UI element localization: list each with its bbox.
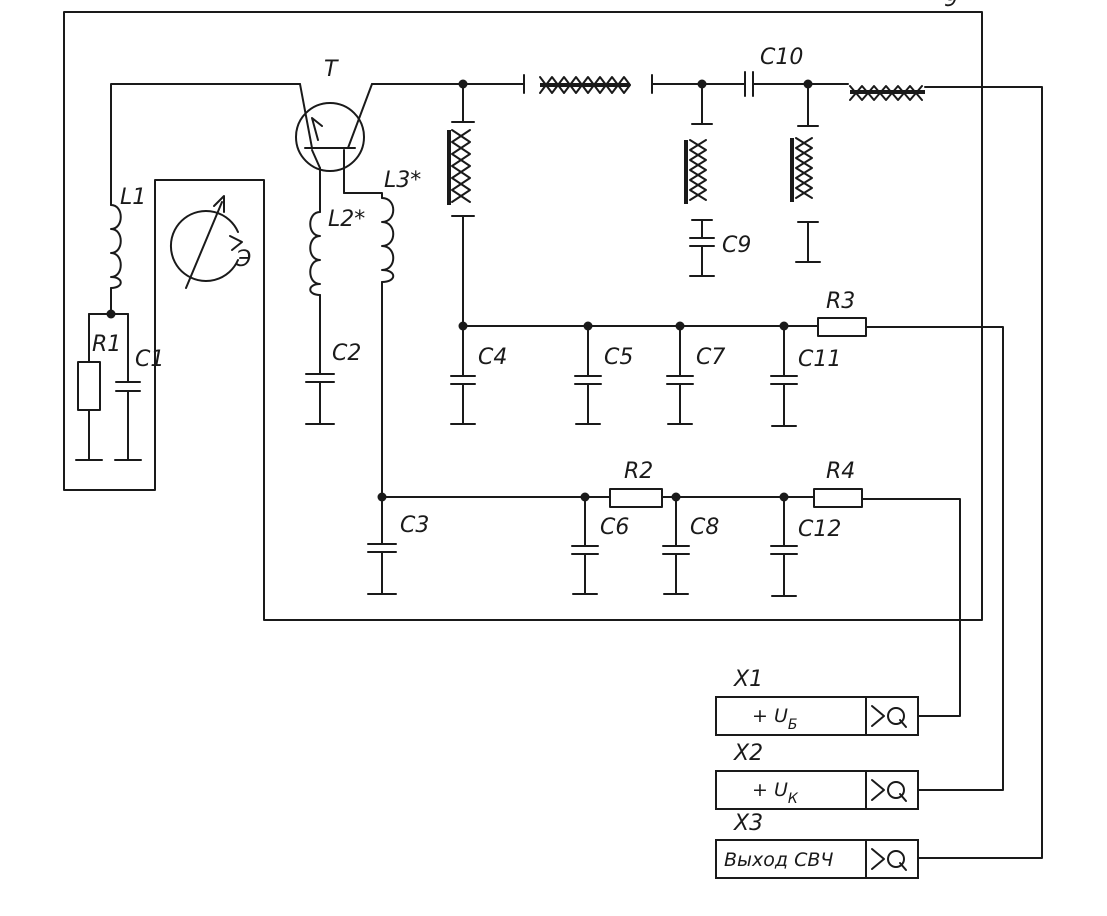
wire-base (110, 83, 301, 206)
wire-to-X1 (861, 498, 961, 717)
label-C8: C8 (690, 515, 719, 540)
element-E-symbol (170, 195, 243, 289)
label-top-corner: 9 (944, 0, 958, 12)
enclosure-outline (63, 11, 983, 621)
connector-X2-id: X2 (733, 741, 763, 766)
label-R2: R2 (624, 459, 653, 484)
label-C7: C7 (696, 345, 725, 370)
coil-L2 (309, 211, 321, 296)
wire-to-X2 (865, 326, 1004, 791)
label-C6: C6 (600, 515, 629, 540)
coil-L1 (110, 204, 122, 289)
connector-X3: X3 Выход СВЧ (715, 811, 919, 879)
label-C9: C9 (722, 233, 751, 258)
stub-output (790, 137, 813, 202)
label-L1: L1 (120, 185, 146, 210)
resistor-R1 (77, 361, 101, 411)
label-C10: C10 (760, 45, 803, 70)
label-C2: C2 (332, 341, 361, 366)
stripline-1 (539, 76, 631, 94)
resistor-R3 (817, 317, 867, 337)
label-L2: L2* (328, 207, 365, 232)
transistor-T (295, 83, 373, 194)
label-R1: R1 (92, 332, 121, 357)
resistor-R2 (609, 488, 663, 508)
label-C3: C3 (400, 513, 429, 538)
stub-collector (447, 129, 471, 205)
label-T: T (324, 57, 339, 82)
connector-X3-id: X3 (733, 811, 763, 836)
connector-X1: X1 + UБ (715, 667, 919, 736)
connector-X2: X2 + UК (715, 741, 919, 810)
connector-X3-label: Выход СВЧ (724, 849, 833, 871)
label-R3: R3 (826, 289, 855, 314)
label-element-E: Э (235, 247, 251, 272)
connector-X1-id: X1 (733, 667, 763, 692)
label-R4: R4 (826, 459, 855, 484)
label-C1: C1 (135, 347, 164, 372)
connector-X2-label: + UК (752, 779, 799, 807)
connector-X1-label: + UБ (752, 705, 797, 733)
stub-c9 (684, 139, 707, 204)
resistor-R4 (813, 488, 863, 508)
coil-L3 (381, 197, 395, 283)
label-C5: C5 (604, 345, 633, 370)
label-C4: C4 (478, 345, 507, 370)
wire-output (917, 86, 1043, 859)
label-L3: L3* (384, 168, 421, 193)
stripline-2 (849, 85, 925, 101)
label-C12: C12 (798, 517, 841, 542)
label-C11: C11 (798, 347, 841, 372)
